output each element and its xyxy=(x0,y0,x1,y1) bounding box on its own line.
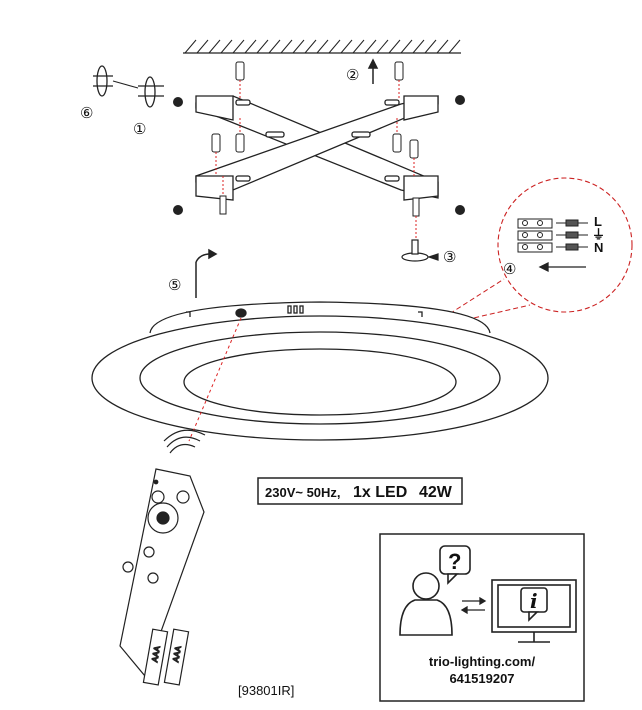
model-code: [93801IR] xyxy=(238,683,294,698)
wall-plugs xyxy=(211,61,420,238)
spec-power: 42W xyxy=(419,484,453,501)
monitor-icon xyxy=(491,579,577,643)
info-box: ? i trio-lighting.com/ 641519207 xyxy=(379,533,585,702)
wire-live-label: L xyxy=(594,214,602,229)
vent-slots xyxy=(287,305,304,314)
battery-label: AAA xyxy=(150,645,162,663)
batteries: AAA AAA xyxy=(142,628,190,686)
wall-plug-icon xyxy=(235,118,245,153)
battery-icon: AAA xyxy=(163,628,190,686)
sensor-icon xyxy=(235,308,247,318)
up-arrow-icon xyxy=(367,58,379,84)
screw-icon xyxy=(173,97,183,107)
info-url-line1[interactable]: trio-lighting.com/ xyxy=(429,654,536,669)
exchange-arrows-icon xyxy=(460,596,487,615)
mounting-bracket xyxy=(195,95,439,201)
screw-icon xyxy=(219,176,227,215)
power-off-button[interactable] xyxy=(176,490,190,504)
signal-waves-icon xyxy=(163,429,206,454)
wall-plug-icon xyxy=(235,61,245,100)
ceiling xyxy=(183,39,461,54)
wall-plug-icon xyxy=(394,61,404,100)
spec-voltage: 230V~ 50Hz, xyxy=(265,485,341,500)
screw-icon xyxy=(455,95,465,105)
led-indicator-icon xyxy=(153,479,159,485)
step-1-label: ① xyxy=(133,120,146,138)
battery-icon: AAA xyxy=(142,628,169,686)
info-url-line2[interactable]: 641519207 xyxy=(449,671,514,686)
ceiling-lamp xyxy=(91,301,549,441)
screw-washer-icon xyxy=(401,239,439,262)
lamp-diffuser xyxy=(183,348,457,416)
step-6-label: ⑥ xyxy=(80,104,93,122)
wiring-detail-bubble: L ⏚ N xyxy=(442,177,633,326)
screw-icon xyxy=(455,205,465,215)
question-bubble-icon xyxy=(439,545,471,585)
fitting-detail xyxy=(93,65,164,108)
ir-signal-line xyxy=(188,317,242,442)
step-4-label: ④ xyxy=(503,260,516,278)
power-on-button[interactable] xyxy=(151,490,165,504)
remote-control xyxy=(119,429,206,678)
step-5-label: ⑤ xyxy=(168,276,181,294)
memory-button[interactable] xyxy=(122,561,134,573)
wall-plug-icon xyxy=(392,118,402,153)
terminal-block xyxy=(517,218,588,253)
screw-icon xyxy=(173,205,183,215)
rotate-arrow-icon xyxy=(195,248,218,298)
fixing-screws xyxy=(173,95,465,215)
wall-plug-icon xyxy=(211,133,221,176)
timer-button[interactable] xyxy=(147,572,159,584)
battery-label: AAA xyxy=(171,645,183,663)
cap-icon xyxy=(144,76,156,108)
cap-icon xyxy=(96,65,108,97)
info-letter: i xyxy=(530,589,538,613)
night-mode-button[interactable] xyxy=(143,546,155,558)
step-2-label: ② xyxy=(346,66,359,84)
spec-box: 230V~ 50Hz, 1x LED 42W xyxy=(257,477,463,505)
screw-icon xyxy=(412,197,420,238)
wire-earth-label: ⏚ xyxy=(592,227,605,242)
user-icon xyxy=(399,572,453,636)
question-mark: ? xyxy=(448,549,461,574)
wall-plug-icon xyxy=(409,139,419,176)
step-3-label: ③ xyxy=(443,248,456,266)
left-arrow-icon xyxy=(538,261,586,273)
wire-neutral-label: N xyxy=(594,240,603,255)
brightness-button[interactable] xyxy=(156,511,170,525)
spec-led: 1x LED xyxy=(353,484,407,501)
